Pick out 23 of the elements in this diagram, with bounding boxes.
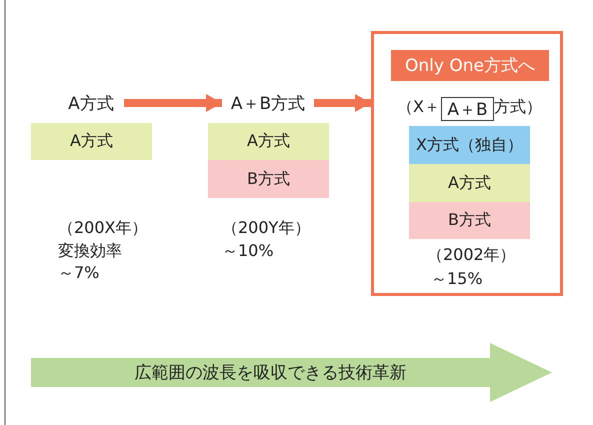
method-box: A方式	[409, 164, 530, 202]
heading-text: 方式）	[494, 97, 542, 118]
method-box: B方式	[208, 160, 329, 198]
method-box: B方式	[409, 202, 530, 239]
title-tag: Only One方式へ	[391, 50, 549, 81]
stage-note: 変換効率	[58, 241, 122, 262]
stage-note: ～10%	[222, 241, 274, 262]
stage-note: ～7%	[58, 263, 100, 284]
stage-note: （200X年）	[58, 218, 148, 239]
highlight-frame	[371, 31, 563, 296]
method-box: X方式（独自）	[409, 126, 530, 164]
method-box: A方式	[208, 123, 329, 160]
arrow	[124, 94, 222, 112]
stage-heading: A＋B方式	[222, 90, 314, 116]
outlined-box: A＋B	[441, 97, 494, 121]
stage-note: ～15%	[431, 269, 483, 290]
stage-note: （2002年）	[427, 245, 516, 266]
arrow	[314, 94, 371, 112]
method-box: A方式	[31, 123, 152, 160]
stage-heading: A方式	[58, 90, 124, 116]
progress-arrow: 広範囲の波長を吸収できる技術革新	[31, 343, 552, 402]
stage-note: （200Y年）	[222, 218, 310, 239]
heading-text: （X＋	[397, 97, 440, 118]
